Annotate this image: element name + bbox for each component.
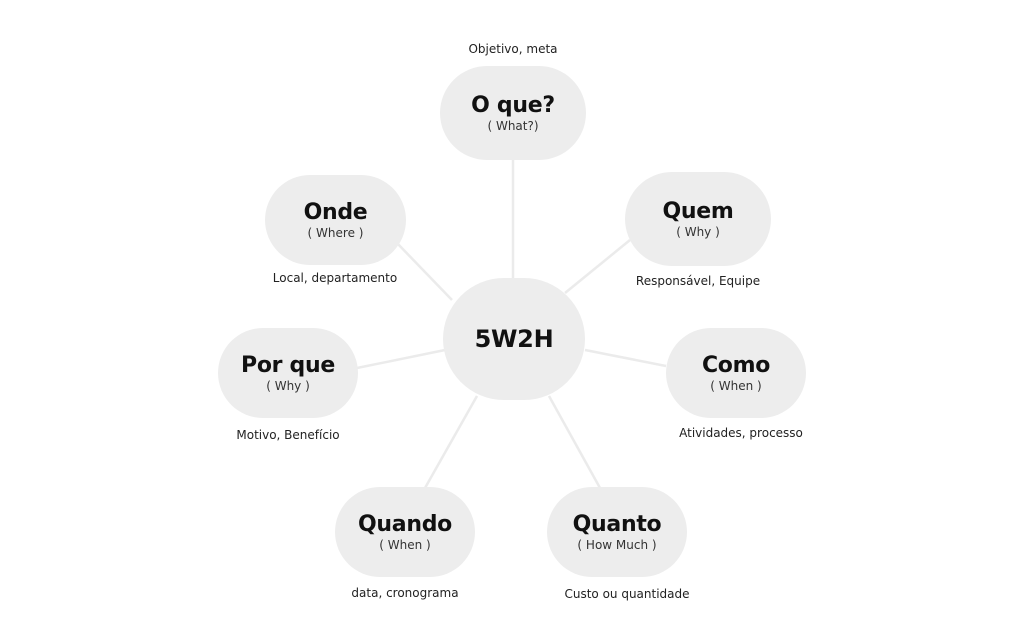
node-caption: Local, departamento	[272, 271, 398, 285]
node-caption: Objetivo, meta	[468, 42, 558, 56]
node-onde: Onde ( Where )	[265, 175, 406, 265]
node-title: O que?	[471, 92, 555, 118]
connector-quanto	[547, 395, 602, 489]
node-quem: Quem ( Why )	[625, 172, 771, 266]
center-label: 5W2H	[474, 325, 554, 353]
node-quanto: Quanto ( How Much )	[547, 487, 687, 577]
node-subtitle: ( What?)	[487, 118, 539, 133]
node-caption: Custo ou quantidade	[564, 587, 690, 601]
node-title: Quanto	[572, 511, 662, 537]
connector-quem	[564, 239, 631, 294]
node-subtitle: ( How Much )	[577, 537, 657, 552]
node-subtitle: ( Why )	[266, 378, 310, 393]
node-por-que: Por que ( Why )	[218, 328, 358, 418]
node-caption: Responsável, Equipe	[635, 274, 761, 288]
connector-por-que	[356, 348, 446, 370]
node-caption: Motivo, Benefício	[236, 428, 340, 442]
node-subtitle: ( Why )	[676, 224, 720, 239]
node-caption: Atividades, processo	[679, 426, 803, 440]
connector-como	[584, 348, 667, 368]
node-title: Quando	[358, 511, 452, 537]
node-subtitle: ( When )	[710, 378, 762, 393]
node-title: Como	[701, 352, 771, 378]
node-subtitle: ( When )	[379, 537, 431, 552]
node-o-que: O que? ( What?)	[440, 66, 586, 160]
node-como: Como ( When )	[666, 328, 806, 418]
node-quando: Quando ( When )	[335, 487, 475, 577]
node-subtitle: ( Where )	[307, 225, 364, 240]
node-title: Por que	[241, 352, 335, 378]
connector-onde	[395, 241, 453, 301]
node-title: Onde	[303, 199, 368, 225]
connector-quando	[423, 395, 479, 489]
node-caption: data, cronograma	[351, 586, 459, 600]
node-title: Quem	[662, 198, 734, 224]
center-node: 5W2H	[443, 278, 585, 400]
